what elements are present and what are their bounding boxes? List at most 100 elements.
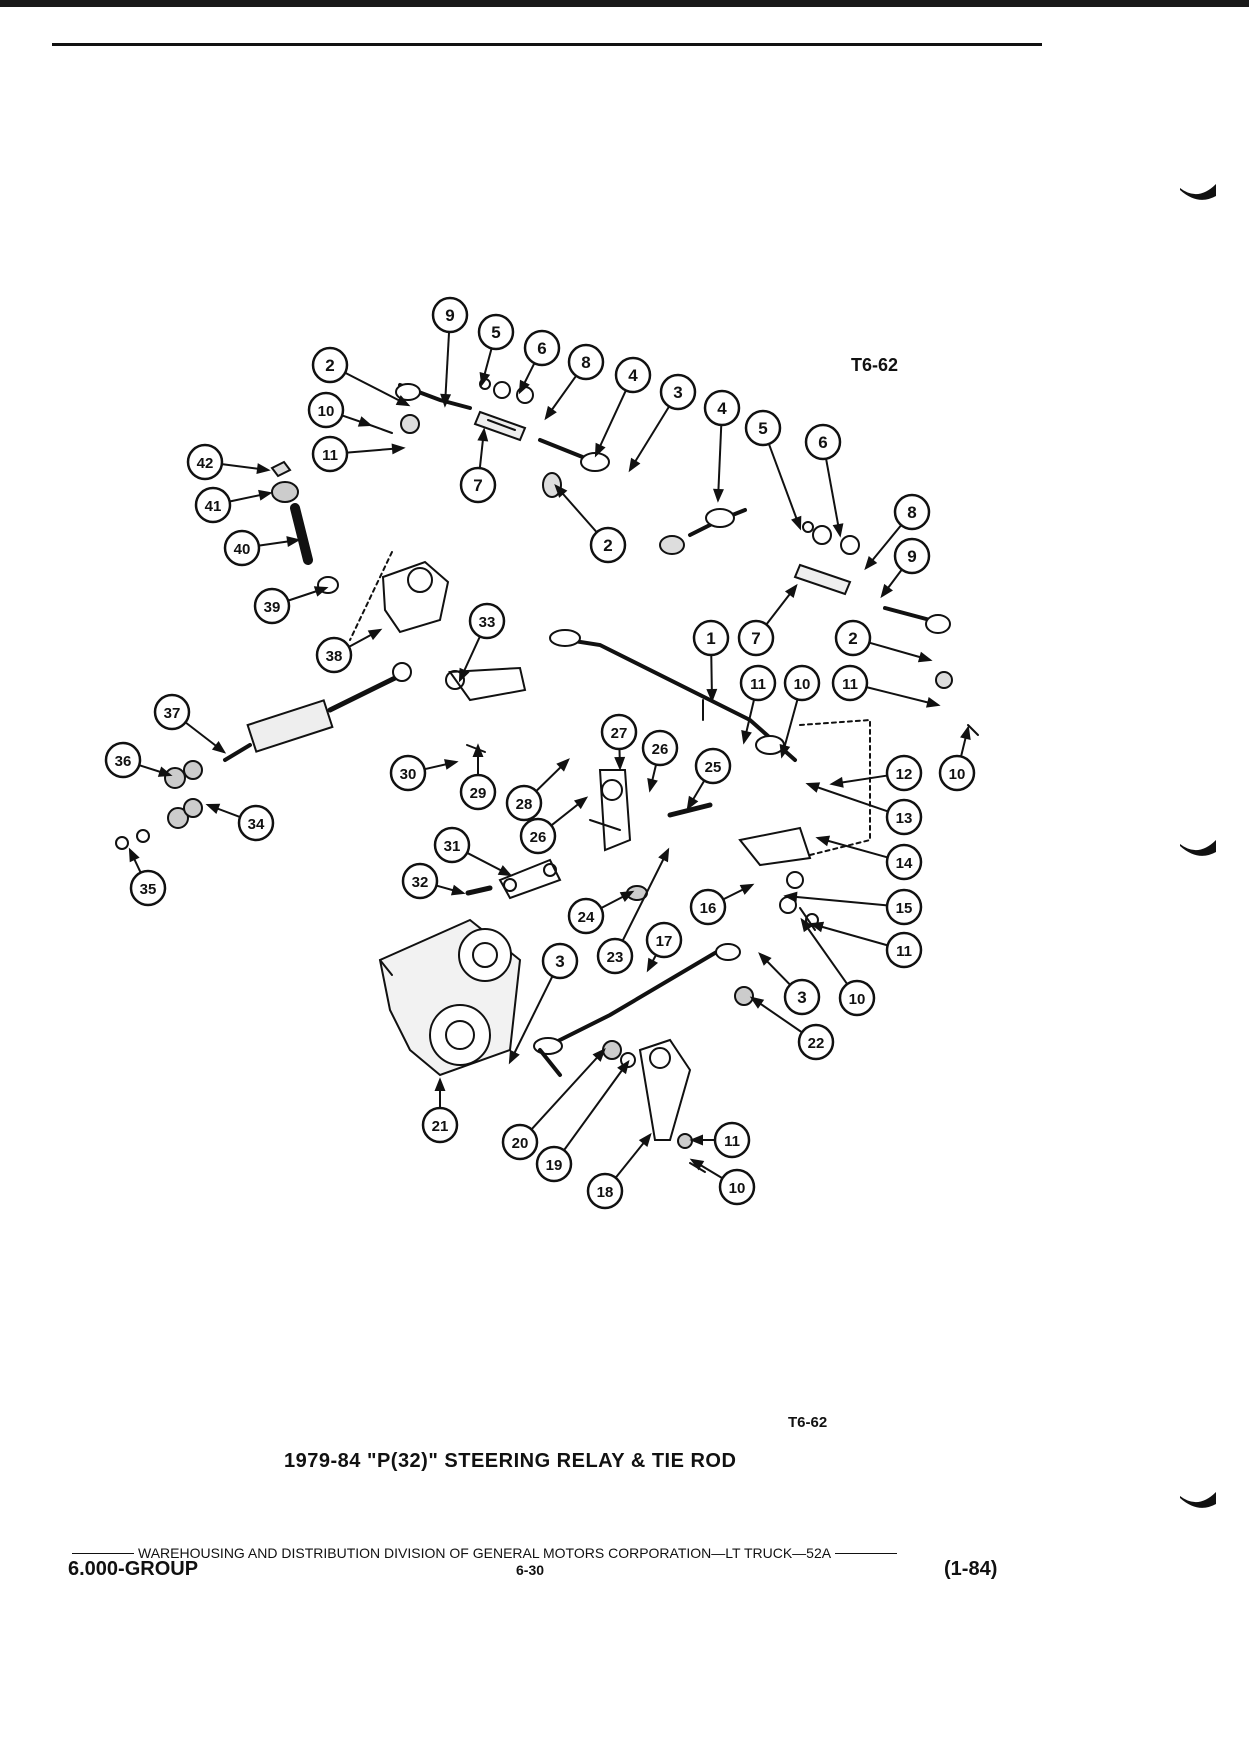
leader-arrowhead xyxy=(258,489,273,501)
callout-32: 32 xyxy=(401,862,439,900)
callout-circle xyxy=(459,773,497,811)
callout-circle xyxy=(614,356,652,394)
leader-arrowhead xyxy=(926,697,941,708)
footer-rule xyxy=(72,1552,134,1554)
binder-hole-mark xyxy=(1180,184,1216,200)
leader-arrowhead xyxy=(157,766,173,777)
callout-6: 6 xyxy=(804,423,842,461)
leader-arrowhead xyxy=(594,442,606,458)
leader-arrowhead xyxy=(518,379,530,395)
leader-arrowhead xyxy=(556,758,570,772)
leader-line xyxy=(817,837,888,859)
figure-id-bottom: T6-62 xyxy=(788,1414,828,1431)
callout-circle xyxy=(129,869,167,907)
idler-stud-stack xyxy=(270,460,339,594)
callout-circle xyxy=(641,729,679,767)
callout-circle xyxy=(885,931,923,969)
bolt-32 xyxy=(465,885,493,896)
callout-circle xyxy=(186,443,224,481)
callout-number: 26 xyxy=(652,741,669,758)
callout-26: 26 xyxy=(641,729,679,767)
callout-42: 42 xyxy=(186,443,224,481)
callout-2: 2 xyxy=(589,526,627,564)
scan-top-edge xyxy=(0,0,1249,7)
callout-34: 34 xyxy=(237,804,275,842)
callout-33: 33 xyxy=(468,602,506,640)
callout-37: 37 xyxy=(153,693,191,731)
leader-arrowhead xyxy=(508,1049,520,1065)
callout-39: 39 xyxy=(253,587,291,625)
figure-id-top: T6-62 xyxy=(851,355,899,375)
callout-9: 9 xyxy=(893,537,931,575)
callout-10: 10 xyxy=(307,391,345,429)
leader-arrowhead xyxy=(450,884,466,896)
leader-arrowhead xyxy=(829,776,844,788)
leader-arrowhead xyxy=(434,1077,446,1091)
leader-line xyxy=(717,424,723,501)
callout-circle xyxy=(421,1106,459,1144)
connecting-rod-lower xyxy=(533,943,741,1077)
callout-number: 15 xyxy=(896,900,913,917)
callout-2: 2 xyxy=(834,619,872,657)
callout-number: 37 xyxy=(164,705,181,722)
callout-number: 10 xyxy=(849,991,866,1008)
leader-line xyxy=(785,895,888,907)
callout-number: 8 xyxy=(581,353,590,372)
callout-2: 2 xyxy=(311,346,349,384)
callout-number: 32 xyxy=(412,874,429,891)
callout-number: 7 xyxy=(751,629,760,648)
leader-arrowhead xyxy=(286,536,301,547)
inner-tie-rod-upper xyxy=(538,438,610,472)
leader-line xyxy=(629,405,670,471)
callout-circle xyxy=(311,435,349,473)
callout-circle xyxy=(567,897,605,935)
tie-rod-end-right xyxy=(883,606,953,689)
callout-number: 11 xyxy=(322,447,338,464)
callout-7: 7 xyxy=(459,466,497,504)
callout-circle xyxy=(689,888,727,926)
leader-arrowhead xyxy=(647,778,658,793)
leader-arrowhead xyxy=(573,796,589,810)
callout-circle xyxy=(938,754,976,792)
header-rule xyxy=(52,43,1042,46)
callout-circle xyxy=(694,747,732,785)
callout-number: 10 xyxy=(949,766,966,783)
leader-line xyxy=(801,919,849,985)
leader-arrowhead xyxy=(367,628,383,641)
callout-11: 11 xyxy=(713,1121,751,1159)
leader-arrowhead xyxy=(619,890,635,902)
leader-arrowhead xyxy=(689,1134,703,1146)
leader-line xyxy=(811,923,888,947)
binder-hole-mark xyxy=(1180,840,1216,856)
callout-number: 18 xyxy=(597,1184,614,1201)
callout-circle xyxy=(645,921,683,959)
leader-arrowhead xyxy=(592,1048,606,1062)
callout-circle xyxy=(804,423,842,461)
callout-number: 38 xyxy=(326,648,343,665)
relay-rod xyxy=(549,629,797,762)
callout-38: 38 xyxy=(315,636,353,674)
callout-11: 11 xyxy=(739,664,777,702)
callout-19: 19 xyxy=(535,1145,573,1183)
callout-number: 8 xyxy=(907,503,916,522)
callout-10: 10 xyxy=(718,1168,756,1206)
callout-circle xyxy=(739,664,777,702)
callout-number: 3 xyxy=(673,383,682,402)
callout-circle xyxy=(468,602,506,640)
adjuster-sleeve-upper xyxy=(473,410,527,442)
callout-number: 1 xyxy=(706,629,715,648)
callout-40: 40 xyxy=(223,529,261,567)
callout-number: 25 xyxy=(705,759,722,776)
callout-circle xyxy=(831,664,869,702)
leader-arrowhead xyxy=(815,835,831,847)
leader-arrowhead xyxy=(477,427,489,442)
callout-number: 9 xyxy=(907,547,916,566)
leader-arrowhead xyxy=(917,651,933,663)
pitman-arm-upper xyxy=(445,666,527,702)
leader-arrowhead xyxy=(444,759,459,770)
callout-circle xyxy=(104,741,142,779)
leader-arrowhead xyxy=(713,488,724,503)
callout-4: 4 xyxy=(703,389,741,427)
callout-circle xyxy=(389,754,427,792)
